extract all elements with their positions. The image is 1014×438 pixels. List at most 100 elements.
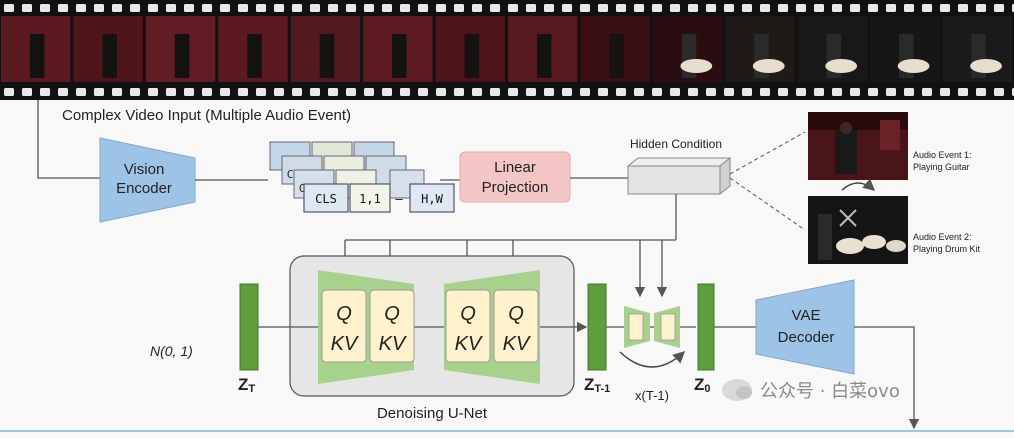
film-perforation bbox=[940, 4, 950, 12]
qkv-q-4: Q bbox=[508, 303, 524, 325]
film-perforation bbox=[40, 4, 50, 12]
film-perforation bbox=[184, 4, 194, 12]
film-perforation bbox=[832, 4, 842, 12]
event2-line1: Audio Event 2: bbox=[913, 232, 972, 242]
film-perforation bbox=[886, 88, 896, 96]
film-perforation bbox=[652, 88, 662, 96]
film-perforation bbox=[256, 4, 266, 12]
token-partial-2: C bbox=[299, 182, 306, 195]
film-perforation bbox=[310, 88, 320, 96]
hidden-condition-label: Hidden Condition bbox=[630, 137, 722, 151]
film-perforation bbox=[994, 88, 1004, 96]
film-perforation bbox=[832, 88, 842, 96]
film-drum bbox=[970, 59, 1002, 73]
film-perforation bbox=[238, 4, 248, 12]
token-cls: CLS bbox=[315, 192, 337, 206]
token-last: H,W bbox=[421, 192, 443, 206]
event2-line2: Playing Drum Kit bbox=[913, 244, 981, 254]
film-perforation bbox=[328, 4, 338, 12]
film-perforation bbox=[796, 88, 806, 96]
qkv-block-2: Q KV bbox=[369, 289, 415, 363]
zt-label: ZT bbox=[238, 375, 255, 395]
film-perforation bbox=[220, 4, 230, 12]
film-drum bbox=[752, 59, 785, 73]
film-perforation bbox=[436, 4, 446, 12]
film-perforation bbox=[778, 88, 788, 96]
film-perforation bbox=[310, 4, 320, 12]
film-figure bbox=[247, 34, 262, 78]
film-perforation bbox=[58, 4, 68, 12]
film-perforation bbox=[886, 4, 896, 12]
film-perforation bbox=[634, 4, 644, 12]
film-perforation bbox=[778, 4, 788, 12]
film-perforation bbox=[616, 88, 626, 96]
film-perforation bbox=[40, 88, 50, 96]
mini-unet: x(T-1) bbox=[619, 306, 686, 403]
vision-encoder-line2: Encoder bbox=[116, 180, 172, 197]
film-perforation bbox=[508, 4, 518, 12]
film-perforation bbox=[634, 88, 644, 96]
film-drum bbox=[825, 59, 858, 73]
film-perforation bbox=[166, 88, 176, 96]
film-perforation bbox=[382, 88, 392, 96]
film-perforation bbox=[364, 88, 374, 96]
qkv-kv-2: KV bbox=[379, 333, 407, 355]
film-perforation bbox=[508, 88, 518, 96]
film-perforation bbox=[580, 4, 590, 12]
audio-event-1: Audio Event 1: Playing Guitar bbox=[808, 112, 972, 180]
film-perforation bbox=[670, 4, 680, 12]
film-perforation bbox=[850, 4, 860, 12]
latent-z0: Z0 bbox=[694, 283, 715, 395]
film-perforation bbox=[328, 88, 338, 96]
film-perforation bbox=[652, 4, 662, 12]
qkv-block-3: Q KV bbox=[445, 289, 491, 363]
projection-line1: Linear bbox=[494, 159, 536, 176]
linear-projection: Linear Projection bbox=[459, 151, 571, 203]
film-perforation bbox=[166, 4, 176, 12]
token-first: 1,1 bbox=[359, 192, 381, 206]
film-perforation bbox=[220, 88, 230, 96]
film-perforation bbox=[976, 88, 986, 96]
film-perforation bbox=[598, 88, 608, 96]
film-perforation bbox=[148, 88, 158, 96]
film-perforation bbox=[562, 4, 572, 12]
event-transition-arrow bbox=[841, 178, 876, 191]
film-perforation bbox=[742, 88, 752, 96]
film-perforation bbox=[292, 88, 302, 96]
film-perforation bbox=[616, 4, 626, 12]
unet-label: Denoising U-Net bbox=[377, 405, 488, 422]
film-perforation bbox=[706, 88, 716, 96]
qkv-q-2: Q bbox=[384, 303, 400, 325]
film-perforation bbox=[346, 4, 356, 12]
noise-label: N(0, 1) bbox=[150, 343, 193, 359]
wechat-icon bbox=[722, 379, 752, 401]
vision-encoder: Vision Encoder bbox=[99, 137, 196, 223]
event1-line2: Playing Guitar bbox=[913, 162, 970, 172]
hidden-condition: Hidden Condition bbox=[626, 137, 732, 196]
film-figure bbox=[29, 34, 45, 78]
watermark-text: 公众号 · 白菜ovo bbox=[760, 381, 900, 402]
input-connector bbox=[37, 100, 100, 179]
film-perforation bbox=[562, 88, 572, 96]
film-perforation bbox=[94, 4, 104, 12]
film-perforation bbox=[436, 88, 446, 96]
film-perforation bbox=[526, 88, 536, 96]
film-perforation bbox=[850, 88, 860, 96]
film-perforation bbox=[868, 88, 878, 96]
film-figure bbox=[536, 34, 552, 78]
film-perforation bbox=[976, 4, 986, 12]
film-perforation bbox=[814, 88, 824, 96]
film-perforation bbox=[22, 88, 32, 96]
token-stack: C C CLS 1,1 – H,W bbox=[269, 141, 455, 213]
film-perforation bbox=[580, 88, 590, 96]
film-drum bbox=[680, 59, 713, 73]
film-perforation bbox=[364, 4, 374, 12]
qkv-block-1: Q KV bbox=[321, 289, 367, 363]
film-perforation bbox=[526, 4, 536, 12]
film-strip bbox=[0, 0, 1014, 100]
film-perforation bbox=[94, 88, 104, 96]
film-figure bbox=[464, 34, 480, 78]
film-perforation bbox=[706, 4, 716, 12]
vae-decoder: VAE Decoder bbox=[755, 279, 855, 375]
